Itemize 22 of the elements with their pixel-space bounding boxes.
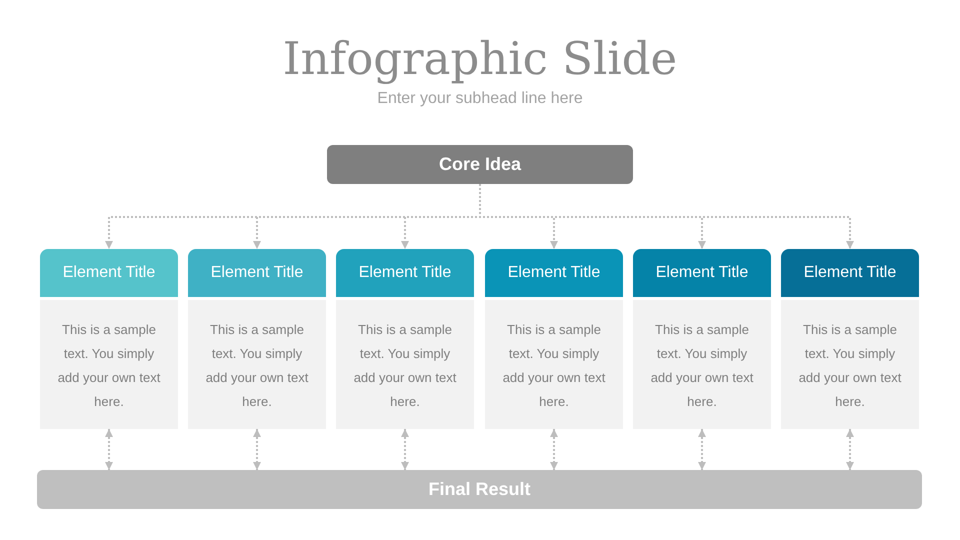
slide-title: Infographic Slide bbox=[282, 32, 678, 86]
result-bar: Final Result bbox=[37, 470, 922, 509]
column-body: This is a sample text. You simply add your own text here. bbox=[188, 300, 326, 429]
column-body: This is a sample text. You simply add your own text here. bbox=[633, 300, 771, 429]
subtitle: Enter your subhead line here bbox=[377, 90, 583, 108]
column-header: Element Title bbox=[485, 249, 623, 297]
column-header: Element Title bbox=[633, 249, 771, 297]
dotted-arrow bbox=[698, 429, 706, 470]
column-header: Element Title bbox=[336, 249, 474, 297]
dotted-arrow bbox=[105, 429, 113, 470]
column-header: Element Title bbox=[188, 249, 326, 297]
dotted-arrow bbox=[253, 429, 261, 470]
column-body: This is a sample text. You simply add your own text here. bbox=[336, 300, 474, 429]
core-idea-box: Core Idea bbox=[327, 145, 633, 184]
column-header: Element Title bbox=[781, 249, 919, 297]
dotted-arrow bbox=[846, 429, 854, 470]
column-header: Element Title bbox=[40, 249, 178, 297]
column-body: This is a sample text. You simply add your own text here. bbox=[781, 300, 919, 429]
column-body: This is a sample text. You simply add your own text here. bbox=[485, 300, 623, 429]
column-body: This is a sample text. You simply add your own text here. bbox=[40, 300, 178, 429]
dotted-arrow bbox=[401, 429, 409, 470]
dotted-arrow bbox=[550, 429, 558, 470]
